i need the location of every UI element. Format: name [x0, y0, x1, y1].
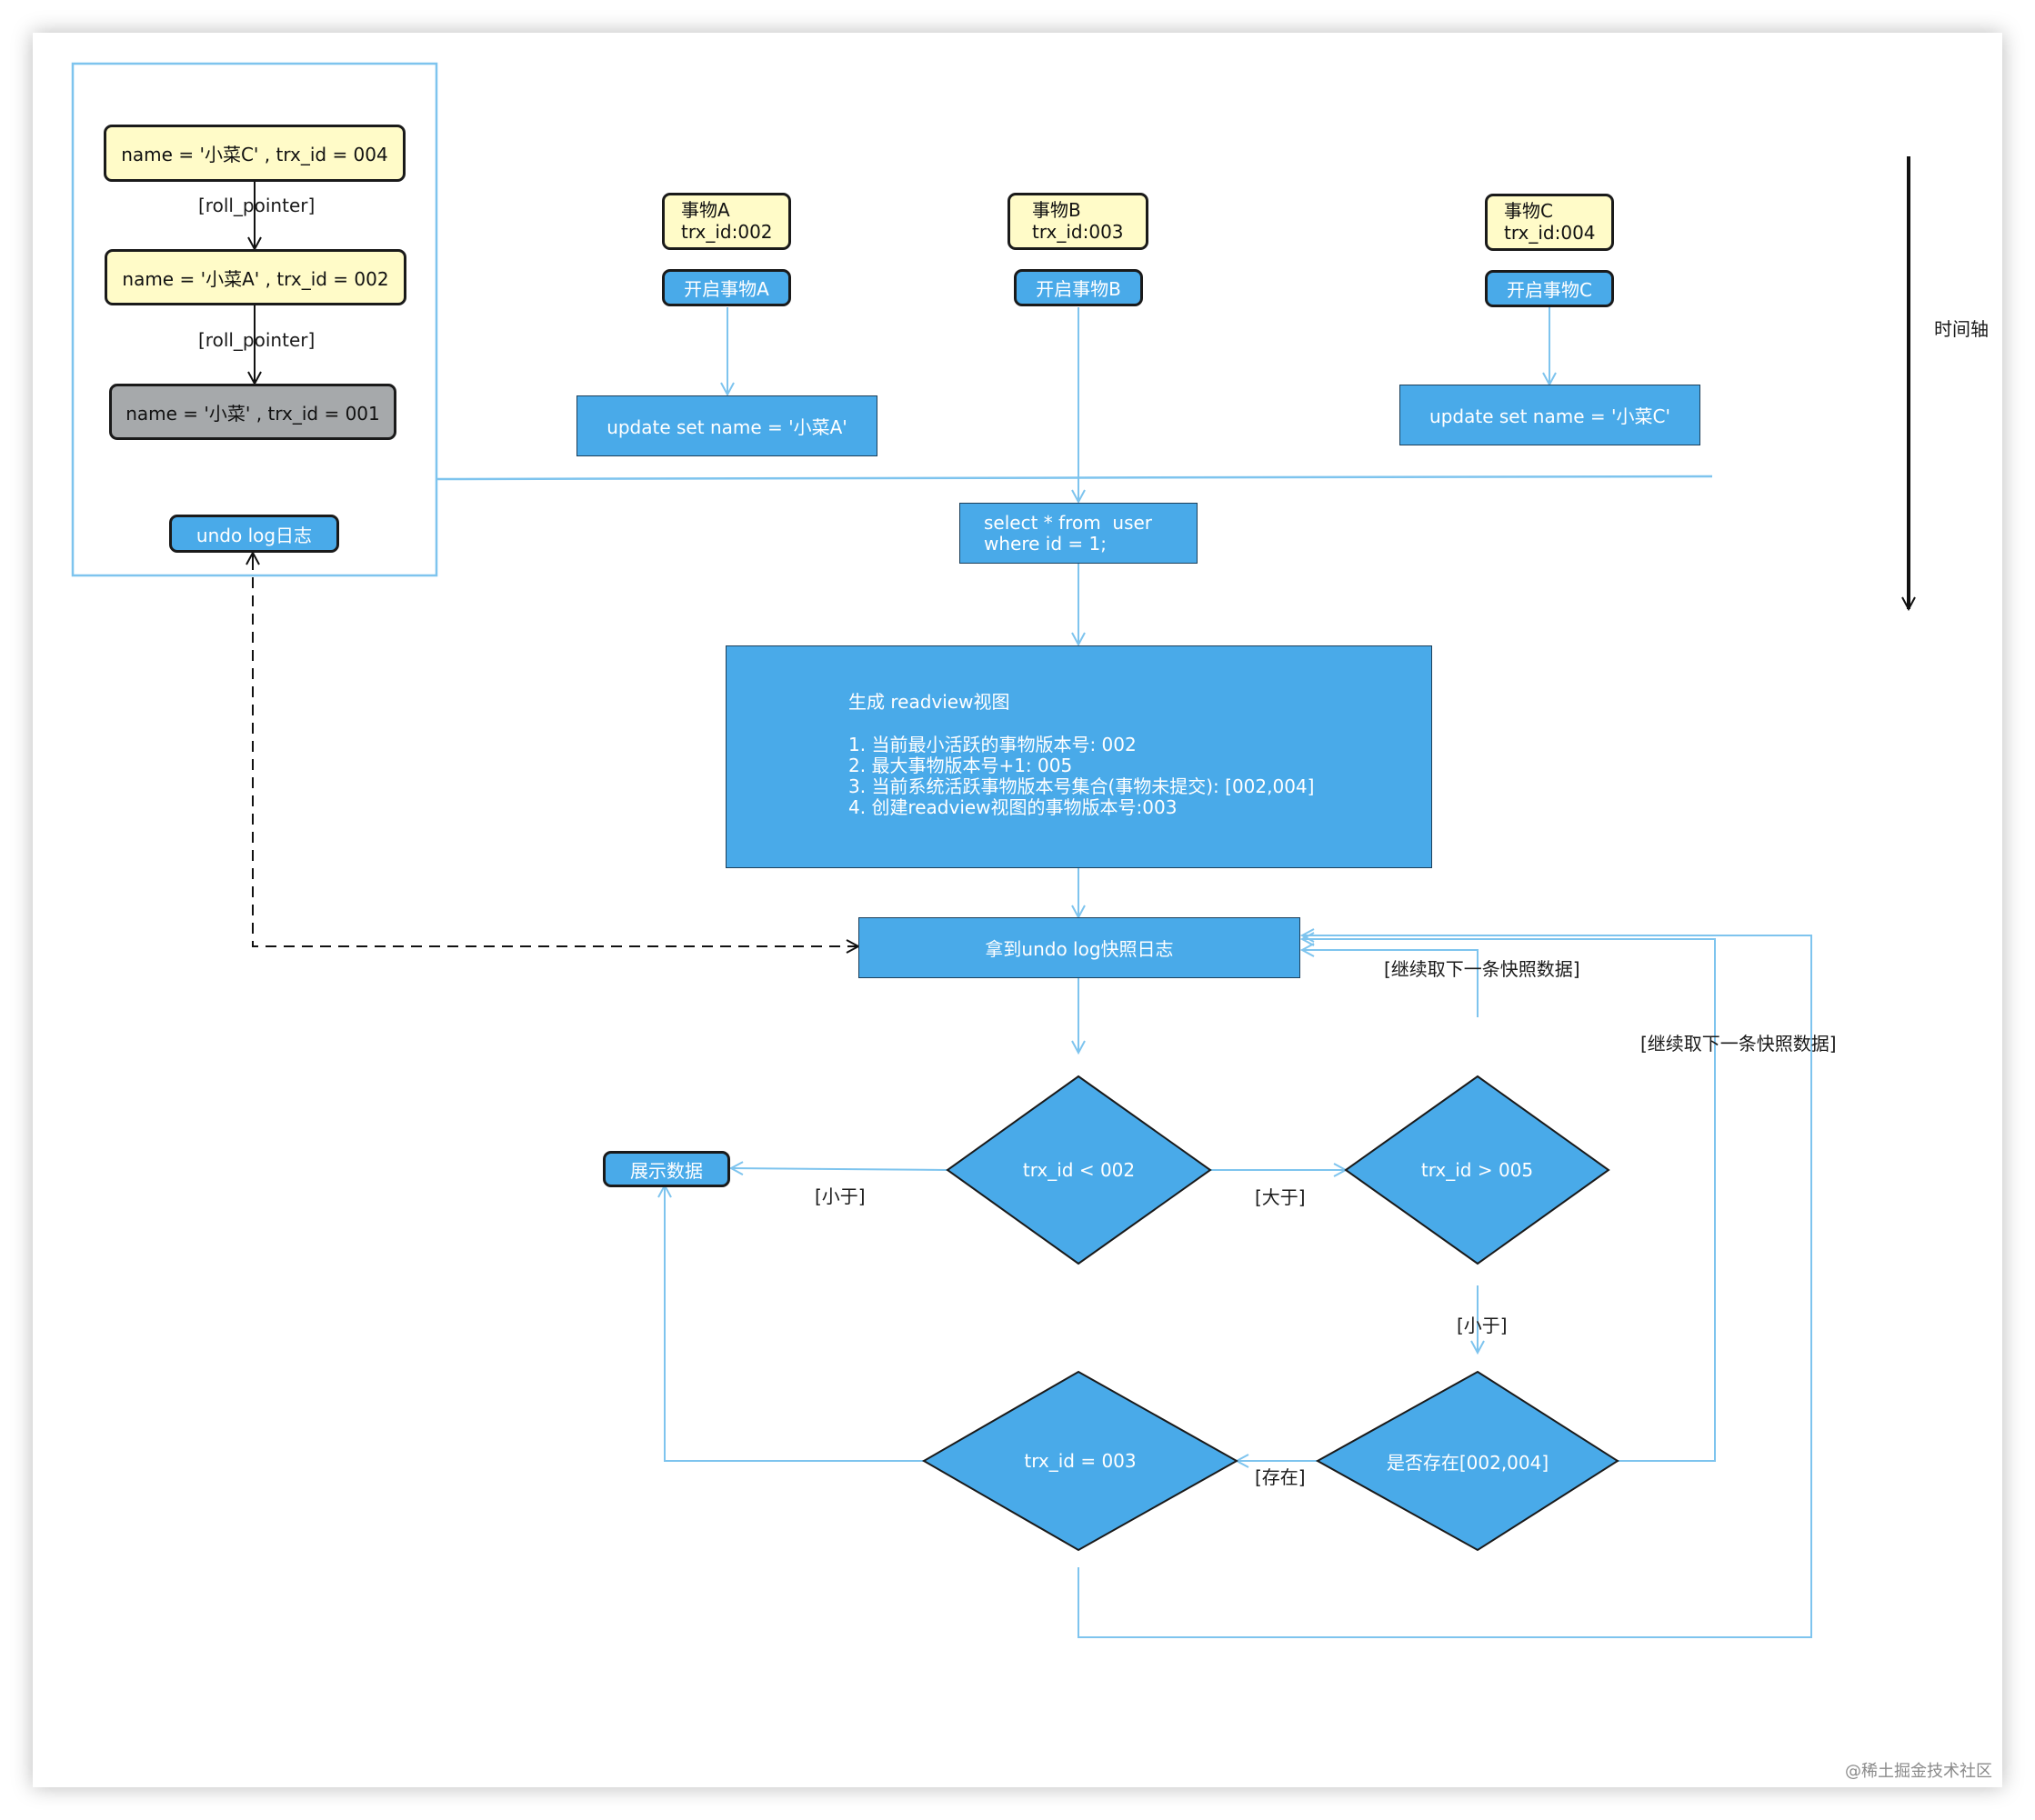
select-text: select * from user where id = 1;	[984, 512, 1153, 555]
edge-label-next-2: [继续取下一条快照数据]	[1640, 1033, 1837, 1055]
readview-item-2: 2. 最大事物版本号+1: 005	[848, 755, 1073, 776]
decision-eq-creator: trx_id = 003	[1024, 1450, 1137, 1472]
decision-lt-min-shape	[946, 1075, 1212, 1265]
undo-log-label: undo log日志	[169, 515, 339, 553]
roll-pointer-label-2: [roll_pointer]	[198, 329, 316, 351]
readview-item-1: 1. 当前最小活跃的事物版本号: 002	[848, 734, 1137, 755]
update-a-box: update set name = '小菜A'	[576, 395, 877, 456]
edge-label-exists: [存在]	[1255, 1466, 1306, 1488]
version-base-node: name = '小菜' , trx_id = 001	[109, 384, 396, 440]
readview-item-3: 3. 当前系统活跃事物版本号集合(事物未提交): [002,004]	[848, 775, 1315, 797]
transaction-a-trx: trx_id:002	[681, 221, 773, 243]
transaction-b-title: 事物B	[1032, 199, 1081, 221]
decision-eq-creator-shape	[921, 1370, 1239, 1552]
select-box: select * from user where id = 1;	[959, 503, 1198, 564]
transaction-a-card: 事物A trx_id:002	[662, 193, 791, 250]
diagram-canvas: name = '小菜C' , trx_id = 004 [roll_pointe…	[33, 33, 2002, 1787]
readview-title: 生成 readview视图	[848, 691, 1010, 713]
update-a-text: update set name = '小菜A'	[606, 416, 847, 438]
version-c-node: name = '小菜C' , trx_id = 004	[104, 125, 406, 182]
readview-box: 生成 readview视图 1. 当前最小活跃的事物版本号: 002 2. 最大…	[726, 645, 1432, 868]
transaction-b-trx: trx_id:003	[1032, 221, 1124, 243]
update-c-text: update set name = '小菜C'	[1429, 405, 1670, 427]
timeline-label: 时间轴	[1934, 318, 1989, 340]
edge-label-greater: [大于]	[1255, 1186, 1306, 1208]
edge-label-next-1: [继续取下一条快照数据]	[1384, 958, 1580, 980]
start-transaction-b: 开启事物B	[1014, 269, 1143, 306]
start-transaction-a: 开启事物A	[662, 269, 791, 306]
start-transaction-c: 开启事物C	[1485, 270, 1614, 307]
decision-in-active-shape	[1315, 1370, 1619, 1552]
undo-log-frame	[71, 62, 438, 577]
version-a-node: name = '小菜A' , trx_id = 002	[105, 249, 406, 305]
decision-gt-max: trx_id > 005	[1420, 1159, 1534, 1181]
edge-label-less-1: [小于]	[815, 1185, 866, 1207]
decision-gt-max-shape	[1344, 1075, 1610, 1265]
update-c-box: update set name = '小菜C'	[1399, 385, 1700, 445]
transaction-a-title: 事物A	[681, 199, 730, 221]
version-base-text: name = '小菜' , trx_id = 001	[125, 402, 380, 425]
roll-pointer-label-1: [roll_pointer]	[198, 195, 316, 216]
watermark: @稀土掘金技术社区	[1845, 1762, 1992, 1781]
transaction-b-card: 事物B trx_id:003	[1007, 193, 1148, 250]
version-c-text: name = '小菜C' , trx_id = 004	[121, 144, 388, 165]
snapshot-box: 拿到undo log快照日志	[858, 917, 1300, 978]
edge-label-less-2: [小于]	[1457, 1315, 1508, 1336]
transaction-c-trx: trx_id:004	[1504, 222, 1596, 244]
show-data-node: 展示数据	[603, 1151, 730, 1187]
transaction-c-title: 事物C	[1504, 200, 1553, 222]
decision-lt-min: trx_id < 002	[1022, 1159, 1136, 1181]
snapshot-text: 拿到undo log快照日志	[985, 938, 1174, 960]
version-a-text: name = '小菜A' , trx_id = 002	[122, 267, 389, 290]
undo-log-dashed-link	[252, 553, 858, 947]
decision-in-active: 是否存在[002,004]	[1386, 1451, 1549, 1474]
timeline-separator	[436, 475, 1713, 481]
readview-item-4: 4. 创建readview视图的事物版本号:003	[848, 796, 1178, 818]
connector-layer	[71, 62, 1916, 1638]
transaction-c-card: 事物C trx_id:004	[1485, 194, 1614, 251]
